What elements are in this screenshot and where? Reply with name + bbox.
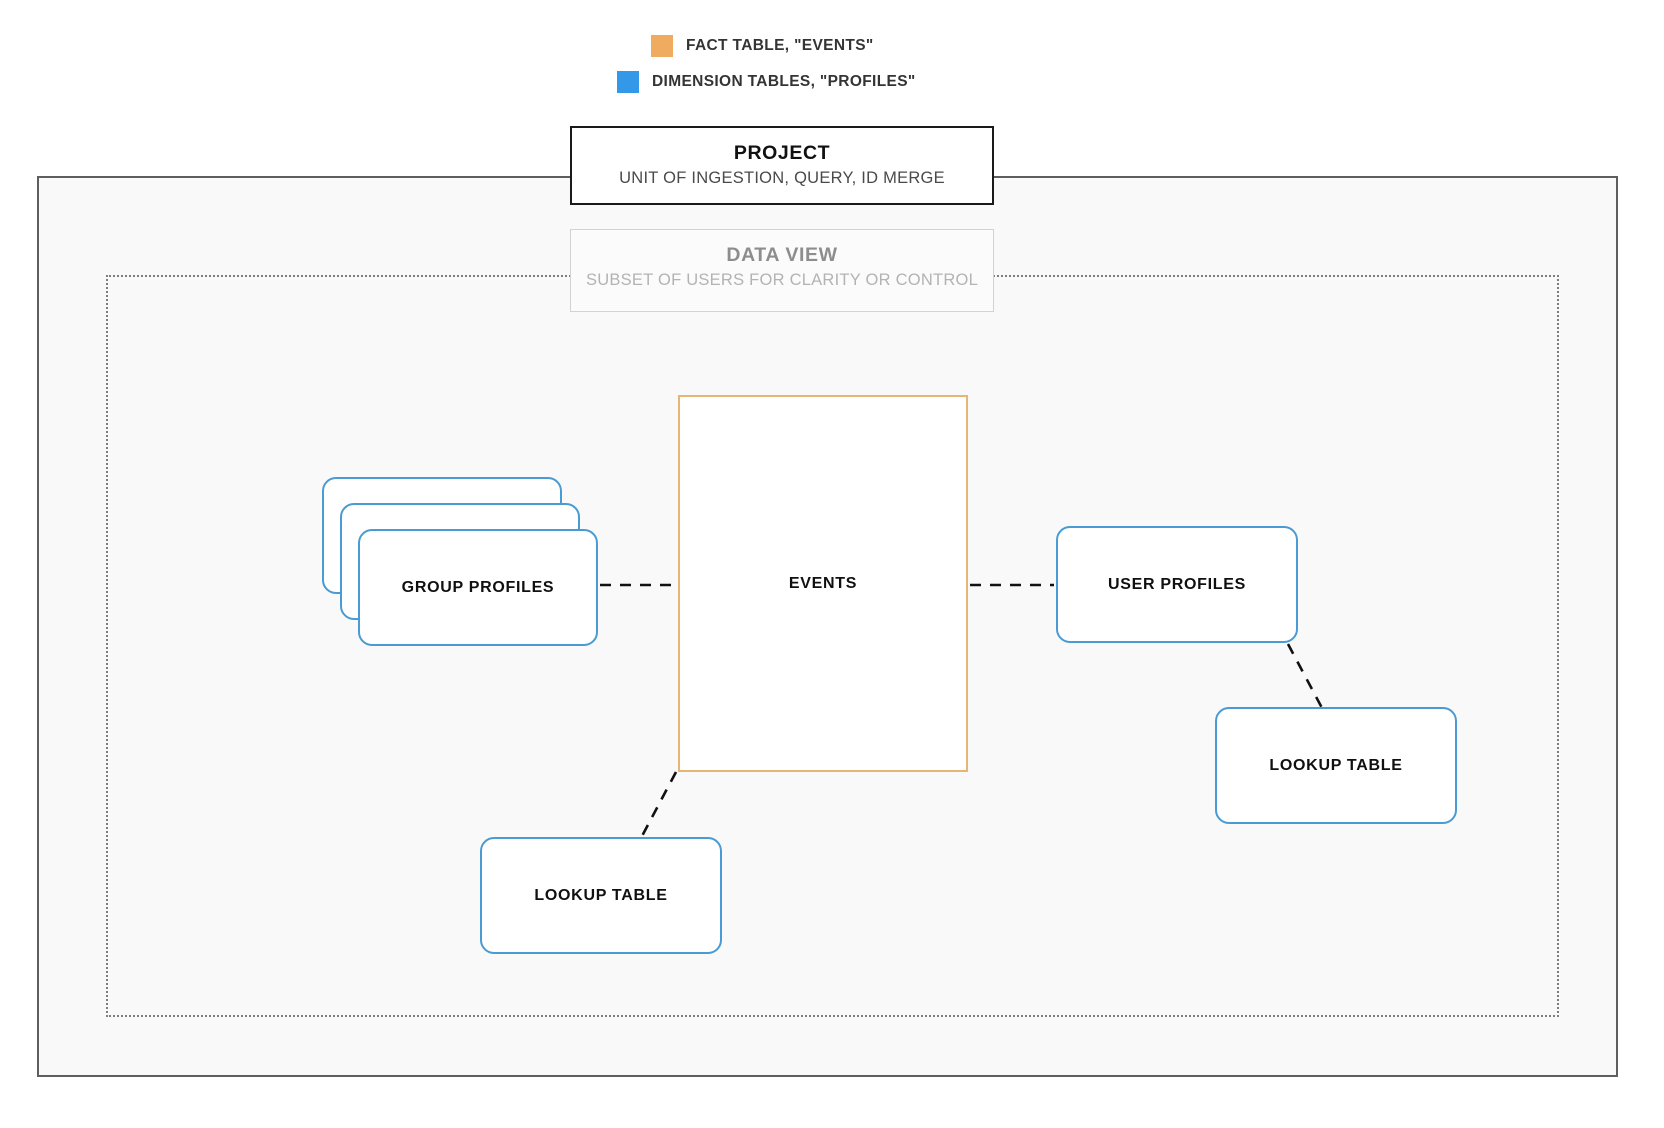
node-events[interactable]: EVENTS <box>678 395 968 772</box>
node-group-profiles[interactable]: GROUP PROFILES <box>358 529 598 646</box>
legend-item-fact-table: FACT TABLE, "EVENTS" <box>651 35 874 57</box>
square-swatch-blue-icon <box>617 71 639 93</box>
square-swatch-orange-icon <box>651 35 673 57</box>
legend-label-fact-table: FACT TABLE, "EVENTS" <box>686 37 874 54</box>
node-lookup-table-left[interactable]: LOOKUP TABLE <box>480 837 722 954</box>
data-view-title: DATA VIEW <box>726 244 838 266</box>
node-user-profiles[interactable]: USER PROFILES <box>1056 526 1298 643</box>
node-label-group-profiles: GROUP PROFILES <box>401 578 555 596</box>
node-label-lookup-table-right: LOOKUP TABLE <box>1269 756 1403 774</box>
node-label-lookup-table-left: LOOKUP TABLE <box>534 886 668 904</box>
legend-item-dimension-tables: DIMENSION TABLES, "PROFILES" <box>617 71 916 93</box>
data-view-subtitle: SUBSET OF USERS FOR CLARITY OR CONTROL <box>585 271 979 289</box>
project-subtitle: UNIT OF INGESTION, QUERY, ID MERGE <box>619 169 945 187</box>
node-lookup-table-right[interactable]: LOOKUP TABLE <box>1215 707 1457 824</box>
node-label-user-profiles: USER PROFILES <box>1107 575 1246 593</box>
node-label-events: EVENTS <box>788 574 858 592</box>
legend-label-dimension-tables: DIMENSION TABLES, "PROFILES" <box>652 73 916 90</box>
data-view-title-card: DATA VIEW SUBSET OF USERS FOR CLARITY OR… <box>570 229 994 312</box>
project-title: PROJECT <box>733 142 831 164</box>
project-title-card: PROJECT UNIT OF INGESTION, QUERY, ID MER… <box>570 126 994 205</box>
